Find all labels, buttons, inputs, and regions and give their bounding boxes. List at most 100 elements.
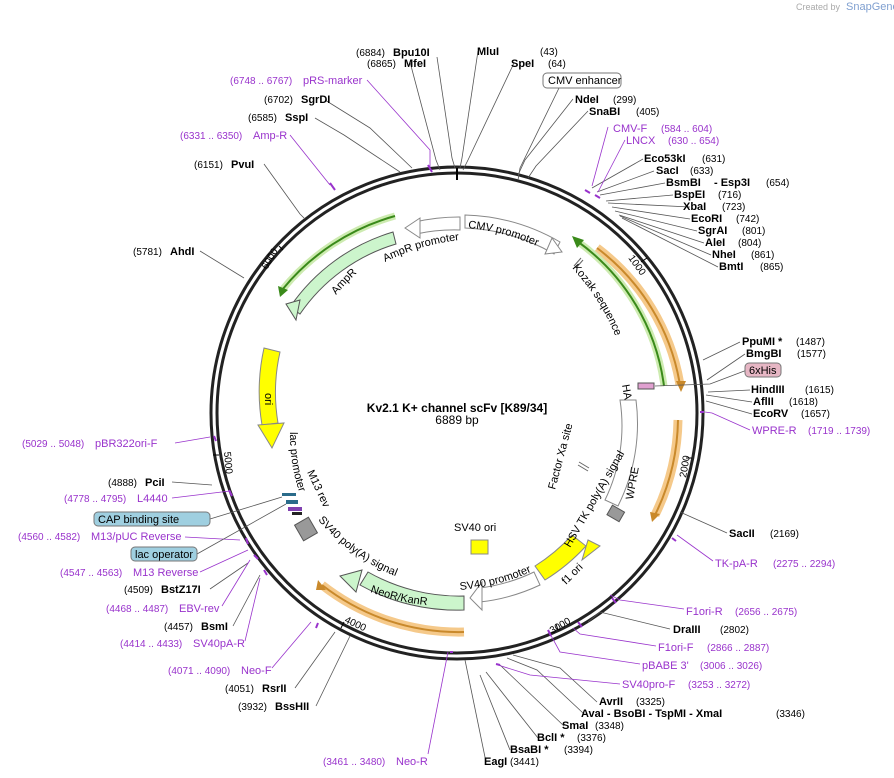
primer-range: (5029 .. 5048) (22, 439, 84, 450)
primer-marks (213, 164, 704, 666)
primer-leaders (171, 79, 751, 755)
enzyme-pos: (1615) (805, 385, 834, 396)
enzyme-name: BspEI (674, 189, 705, 201)
enzyme-pos: (6884) (356, 48, 385, 59)
enzyme-pos: (6151) (194, 160, 223, 171)
cap-binding-label: CAP binding site (98, 514, 179, 526)
enzyme-name: BmtI (719, 261, 743, 273)
sv40-polya-label: SV40 poly(A) signal (316, 514, 399, 579)
enzyme-pos: (865) (760, 262, 783, 273)
position-ticks: 1000 2000 3000 4000 5000 6000 (213, 245, 693, 637)
enzyme-pos: (4457) (164, 622, 193, 633)
lac-promoter-label: lac promoter (287, 432, 308, 494)
enzyme-pos: (43) (540, 47, 558, 58)
primer-name: SV40pro-F (622, 679, 675, 691)
primer-name: Amp-R (253, 130, 287, 142)
enzyme-pos: (5781) (133, 247, 162, 258)
enzyme-name: PvuI (231, 159, 254, 171)
enzyme-name: XbaI (683, 201, 706, 213)
primer-range: (2866 .. 2887) (707, 643, 769, 654)
sv40-ori-box (470, 539, 489, 555)
enzyme-pos: (2802) (720, 625, 749, 636)
primer-name: pBR322ori-F (95, 438, 158, 450)
enzyme-pos: (6585) (248, 113, 277, 124)
primer-name: Neo-R (396, 756, 428, 768)
primer-name: WPRE-R (752, 425, 797, 437)
map-length: 6889 bp (435, 413, 479, 427)
enzyme-name: BssHII (275, 701, 309, 713)
enzyme-labels-right: MluI (43) SpeI (64) NdeI (299) SnaBI (40… (477, 46, 834, 768)
ori-label: ori (262, 393, 274, 405)
primer-range: (630 .. 654) (668, 136, 719, 147)
tick-6000: 6000 (260, 246, 281, 271)
enzyme-name: NheI (712, 249, 736, 261)
enzyme-name: SacI (656, 165, 679, 177)
enzyme-pos: (3932) (238, 702, 267, 713)
enzyme-name: HindIII (751, 384, 785, 396)
primer-range: (4778 .. 4795) (64, 494, 126, 505)
enzyme-pos: (1618) (789, 397, 818, 408)
enzyme-pos: (716) (718, 190, 741, 201)
enzyme-name: SgrAI (698, 225, 727, 237)
enzyme-name: EcoRI (691, 213, 722, 225)
primer-range: (6331 .. 6350) (180, 131, 242, 142)
enzyme-pos: (64) (548, 59, 566, 70)
primer-labels-right: CMV-F (584 .. 604) LNCX (630 .. 654) WPR… (613, 123, 870, 691)
enzyme-name: BsmBI (666, 177, 701, 189)
primer-range: (4560 .. 4582) (18, 532, 80, 543)
tick-2000: 2000 (678, 454, 693, 478)
enzyme-name: PciI (145, 477, 165, 489)
primer-name: pBABE 3' (642, 660, 689, 672)
enzyme-name: DraIII (673, 624, 701, 636)
primer-range: (4071 .. 4090) (168, 666, 230, 677)
enzyme-name: MluI (477, 46, 499, 58)
map-title: Kv2.1 K+ channel scFv [K89/34] (367, 401, 547, 415)
enzyme-name: SmaI (562, 720, 588, 732)
primer-range: (2656 .. 2675) (735, 607, 797, 618)
enzyme-pos: (1577) (797, 349, 826, 360)
credit-text: Created by (796, 2, 841, 12)
boxed-labels: CMV enhancer 6xHis CAP binding site lac … (93, 72, 782, 562)
enzyme-name: AvrII (599, 696, 623, 708)
enzyme-name: SacII (729, 528, 755, 540)
tick-5000: 5000 (221, 451, 234, 475)
enzyme-pos: (3348) (595, 721, 624, 732)
primer-name: M13 Reverse (133, 567, 198, 579)
enzyme-pos: (631) (702, 154, 725, 165)
enzyme-pos: (654) (766, 178, 789, 189)
enzyme-pos: (3394) (564, 745, 593, 756)
primer-range: (1719 .. 1739) (808, 426, 870, 437)
enzyme-name: BsaBI * (510, 744, 549, 756)
enzyme-pos: (3346) (776, 709, 805, 720)
enzyme-name: AvaI - BsoBI - TspMI - XmaI (581, 708, 722, 720)
enzyme-pos: (723) (722, 202, 745, 213)
enzyme-pos: (2169) (770, 529, 799, 540)
enzyme-pos: (3376) (577, 733, 606, 744)
enzyme-name: AhdI (170, 246, 194, 258)
primer-name: L4440 (137, 493, 168, 505)
enzyme-name: AleI (705, 237, 725, 249)
primer-name: EBV-rev (179, 603, 220, 615)
primer-range: (2275 .. 2294) (773, 559, 835, 570)
enzyme-pos: (804) (738, 238, 761, 249)
primer-name: TK-pA-R (715, 558, 758, 570)
primer-labels-left: (6748 .. 6767) pRS-marker (6331 .. 6350)… (18, 75, 428, 768)
snapgene-logo: SnapGene (846, 1, 894, 13)
enzyme-name: SnaBI (589, 106, 620, 118)
primer-name: pRS-marker (303, 75, 363, 87)
enzyme-name: SspI (285, 112, 308, 124)
enzyme-pos: (742) (736, 214, 759, 225)
lac-operator-label: lac operator (135, 549, 193, 561)
enzyme-pos: (3441) (510, 757, 539, 768)
enzyme-name: BstZ17I (161, 584, 201, 596)
enzyme-pos: (299) (613, 95, 636, 106)
primer-range: (3461 .. 3480) (323, 757, 385, 768)
inner-features (257, 214, 655, 612)
primer-range: (3006 .. 3026) (700, 661, 762, 672)
factor-xa-label: Factor Xa site (546, 422, 575, 491)
enzyme-pos: (4888) (108, 478, 137, 489)
enzyme-pos: (405) (636, 107, 659, 118)
primer-name: LNCX (626, 135, 656, 147)
enzyme-name: Eco53kI (644, 153, 686, 165)
